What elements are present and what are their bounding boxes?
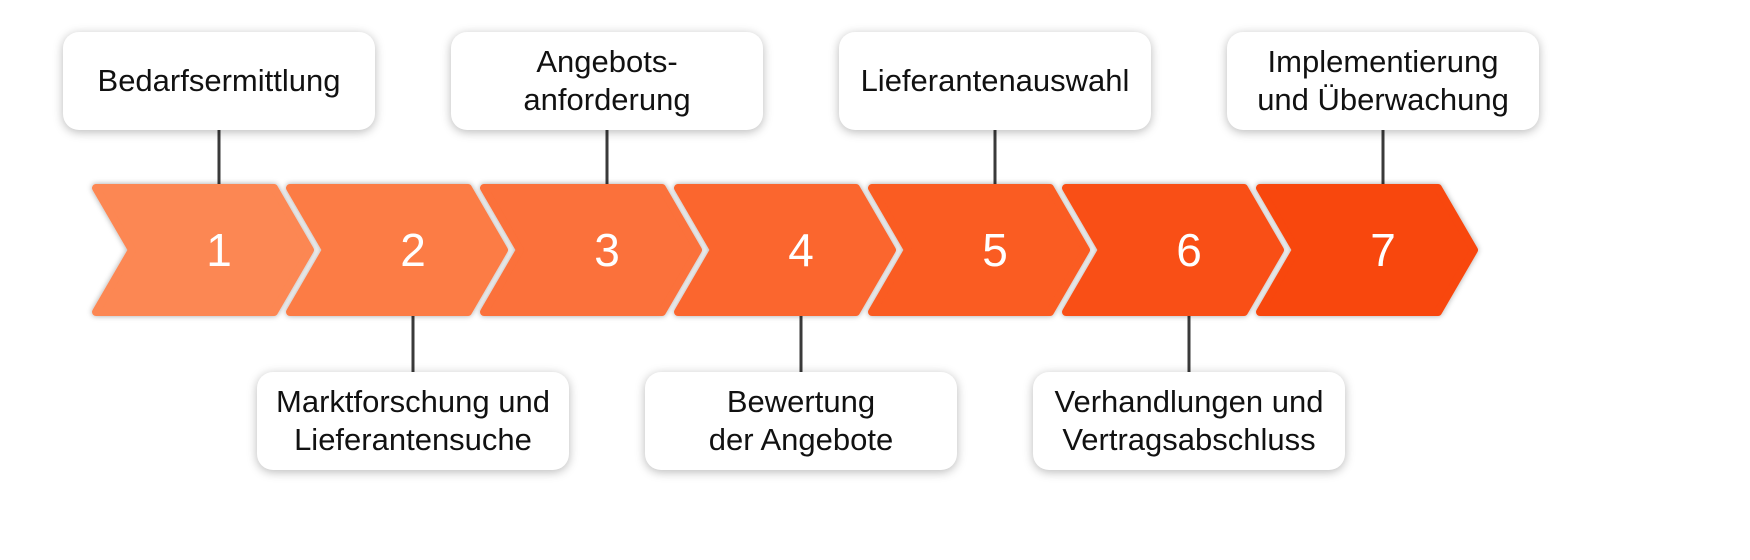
step-7-chevron [1256, 184, 1478, 316]
step-7-card: Implementierung und Überwachung [1227, 32, 1539, 130]
step-3-number: 3 [594, 224, 620, 276]
step-5-card: Lieferantenauswahl [839, 32, 1151, 130]
step-6-number: 6 [1176, 224, 1202, 276]
step-4-card: Bewertung der Angebote [645, 372, 957, 470]
step-7-label: Implementierung und Überwachung [1257, 44, 1509, 117]
step-6-card: Verhandlungen und Vertragsabschluss [1033, 372, 1345, 470]
step-5-chevron [868, 184, 1090, 316]
step-1-chevron [92, 184, 314, 316]
step-3-chevron [480, 184, 702, 316]
step-2-number: 2 [400, 224, 426, 276]
step-3-card: Angebots- anforderung [451, 32, 763, 130]
step-6-label: Verhandlungen und Vertragsabschluss [1054, 384, 1324, 457]
step-4-number: 4 [788, 224, 814, 276]
step-1-card: Bedarfsermittlung [63, 32, 375, 130]
step-4-chevron [674, 184, 896, 316]
step-5-label: Lieferantenauswahl [860, 63, 1130, 98]
step-2-card: Marktforschung und Lieferantensuche [257, 372, 569, 470]
step-6-chevron [1062, 184, 1284, 316]
step-1-label: Bedarfsermittlung [97, 63, 341, 98]
step-4-label: Bewertung der Angebote [708, 384, 894, 457]
step-3-label: Angebots- anforderung [523, 44, 691, 117]
step-5-number: 5 [982, 224, 1008, 276]
step-7-number: 7 [1370, 224, 1396, 276]
step-2-chevron [286, 184, 508, 316]
step-1-number: 1 [206, 224, 232, 276]
step-2-label: Marktforschung und Lieferantensuche [276, 384, 550, 457]
